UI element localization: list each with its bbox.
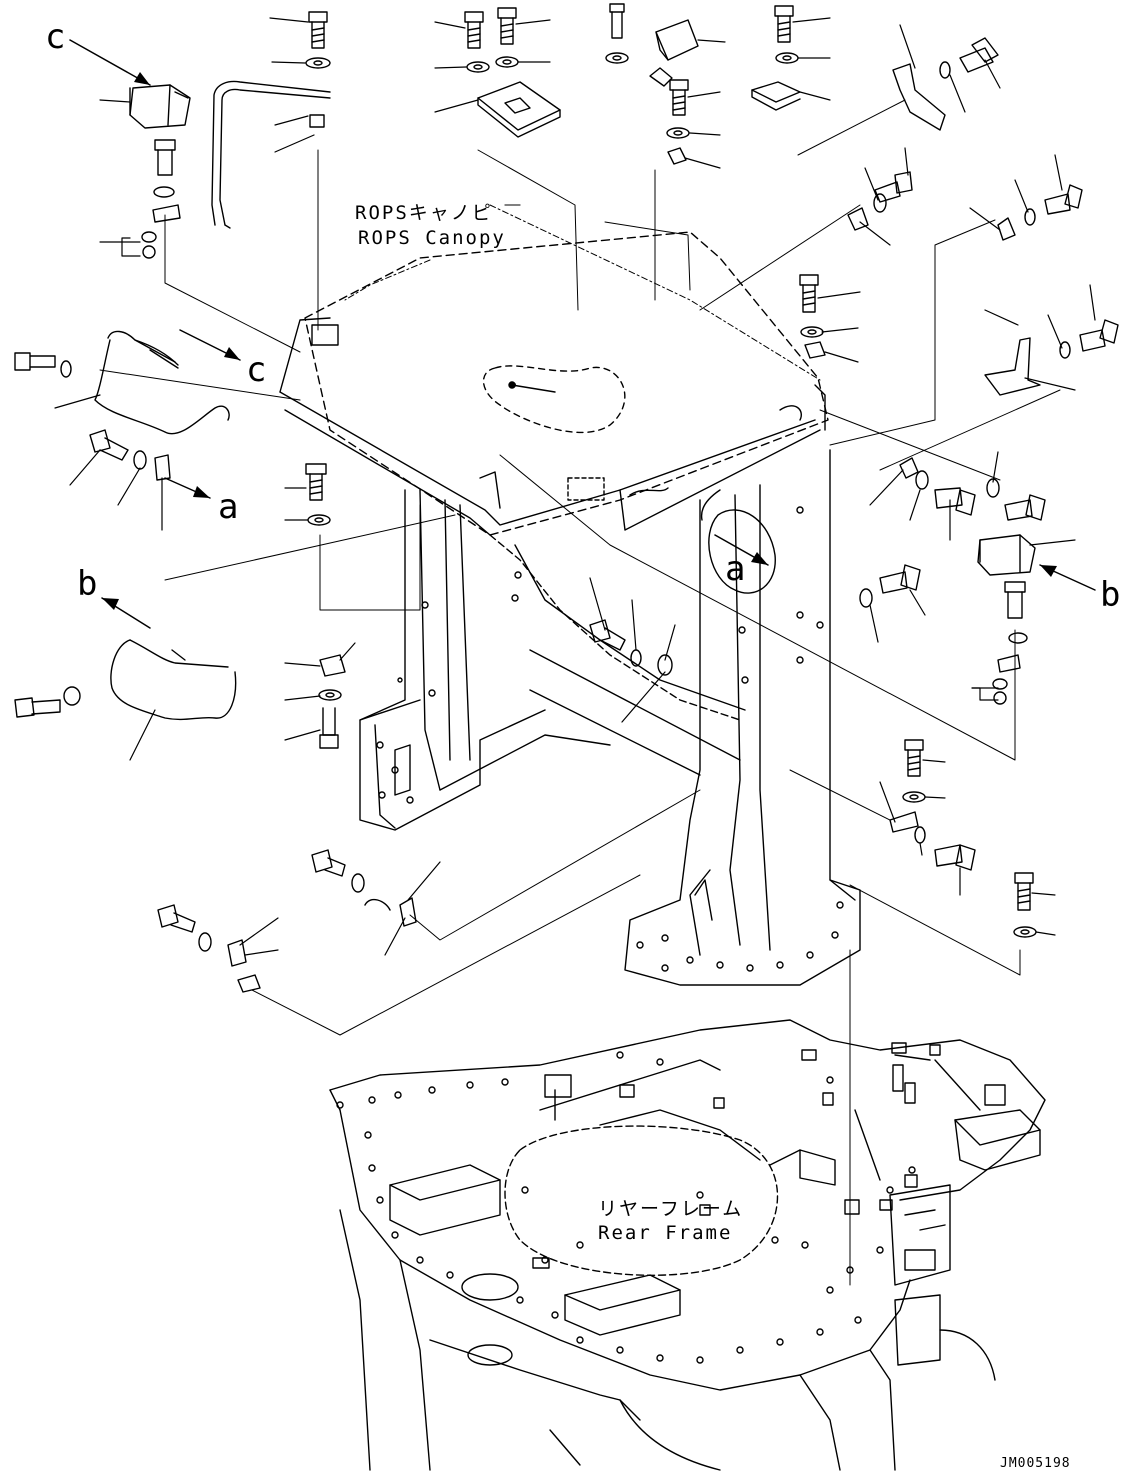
rear-frame-structure [330,1020,1045,1470]
wire-harness-b [111,640,236,719]
right-rear-pillar [625,450,860,985]
callout-b-right: b [1100,575,1121,615]
label-rear-frame-en: Rear Frame [598,1222,733,1244]
rops-canopy-structure [280,232,860,985]
bolt-vertical-1 [309,12,327,48]
fasteners [15,4,1118,992]
mounting-plate [478,82,560,137]
label-rear-frame-jp: リヤーフレーム [598,1198,744,1220]
drawing-number: JM005198 [1000,1456,1071,1471]
label-rops-canopy-jp: ROPSキャノピ [355,202,493,224]
work-light-top-center [650,20,698,86]
callout-b-left: b [77,564,98,604]
detail-bubble-a [709,510,775,593]
label-rops-canopy-en: ROPS Canopy [358,227,506,249]
callout-a-bubble: a [725,549,746,589]
callout-leaders [55,18,1095,955]
callout-c-top: c [45,17,66,57]
components [95,20,1040,719]
left-front-pillar [360,490,610,830]
leader-lines [100,100,1060,1285]
frame-bolt-holes [337,1052,915,1363]
roof-decal [484,366,625,433]
work-light-c-top [130,85,190,128]
callout-a-left: a [218,487,239,527]
wire-harness-c [95,331,229,433]
callout-c-mid: c [246,350,267,390]
wire-harness-top [220,89,330,225]
work-light-b-right [978,535,1035,575]
